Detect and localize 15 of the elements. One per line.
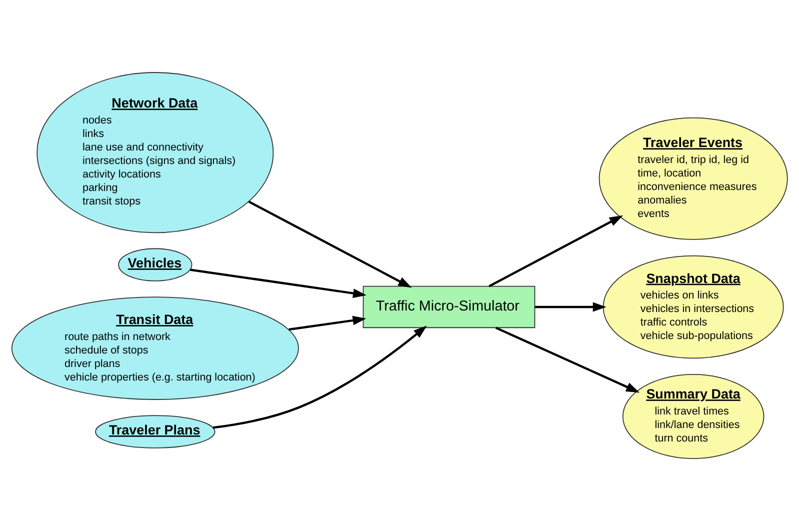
- node-ellipse: Transit Data route paths in network schedule of stops driver plans vehicle properties (e.g. starting location): [11, 296, 299, 400]
- node-ellipse: Summary Data link travel times link/lane densities turn counts: [622, 374, 764, 459]
- arrow: [288, 316, 366, 331]
- node-ellipse: Traveler Plans: [95, 415, 216, 448]
- arrow: [212, 326, 427, 429]
- node-ellipse: Snapshot Data vehicles on links vehicles in intersections traffic controls vehicle sub-populations: [602, 255, 784, 359]
- node-box: Traffic Micro-Simulator: [362, 286, 536, 328]
- arrow: [248, 200, 412, 288]
- node-ellipse: Vehicles: [118, 248, 192, 282]
- arrow: [190, 268, 367, 298]
- arrow: [495, 326, 640, 393]
- node-ellipse: Network Data nodes links lane use and connectivity intersections (signs and signals) activity locations parking transit stops: [36, 72, 274, 234]
- arrow: [535, 302, 606, 312]
- arrow: [488, 215, 623, 288]
- node-ellipse: Traveler Events traveler id, trip id, leg id time, location inconvenience measures anomalies events: [598, 117, 788, 240]
